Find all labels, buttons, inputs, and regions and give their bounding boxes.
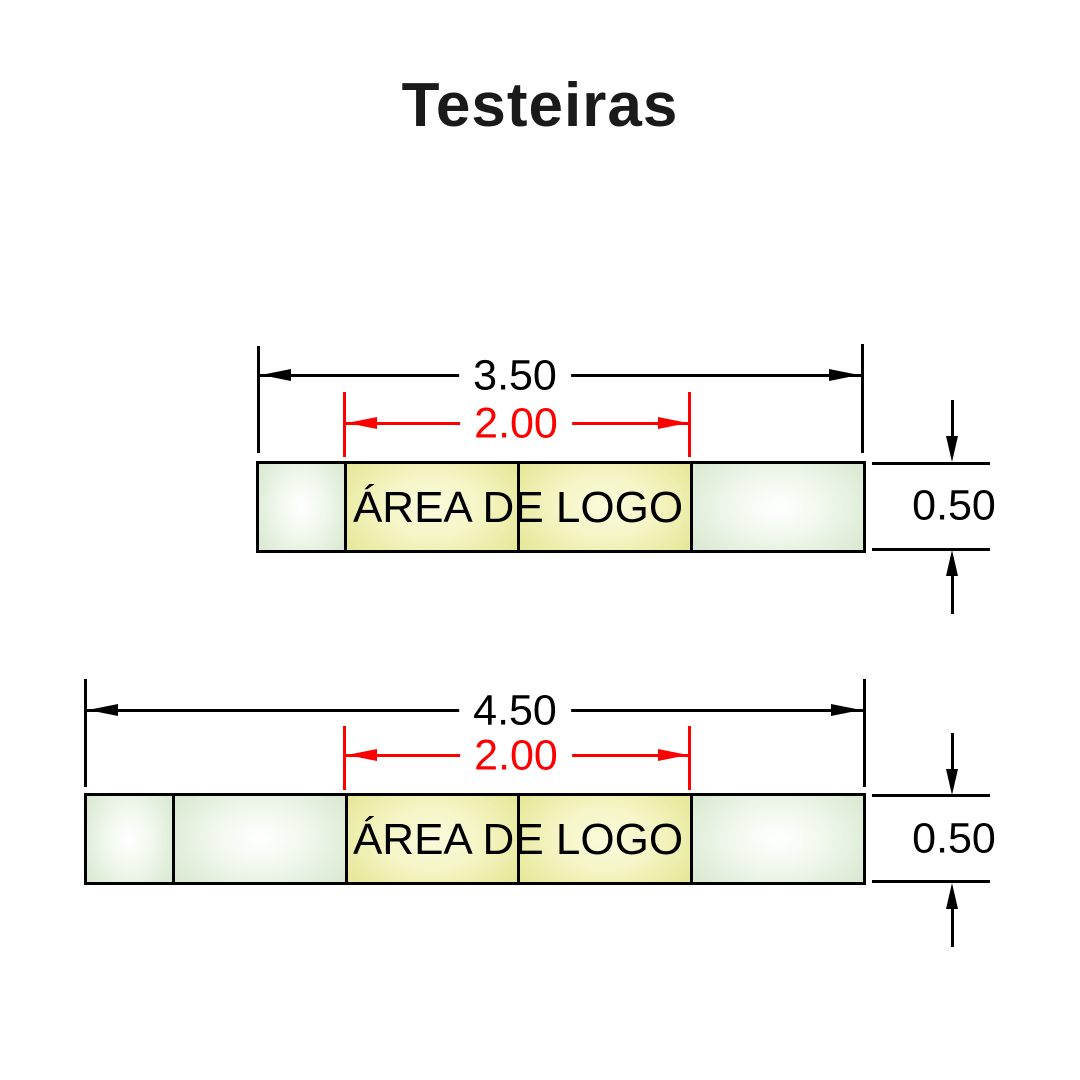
extension-line — [84, 679, 87, 787]
top-logo-width-label: 2.00 — [460, 399, 572, 449]
arrow-left-icon — [347, 749, 377, 761]
arrow-left-icon — [347, 417, 377, 429]
dimension-line — [951, 733, 954, 771]
bottom-total-width-label: 4.50 — [459, 686, 571, 736]
extension-line — [872, 794, 990, 797]
dimension-line — [951, 908, 954, 947]
dimension-line — [951, 400, 954, 438]
bottom-logo-area-label: ÁREA DE LOGO — [352, 814, 684, 864]
arrow-right-icon — [658, 749, 688, 761]
banner-segment-logo — [347, 464, 517, 550]
arrow-left-icon — [88, 704, 118, 716]
banner-segment-green — [693, 464, 863, 550]
top-banner-bar — [256, 461, 866, 553]
bottom-logo-width-label: 2.00 — [460, 731, 572, 781]
banner-segment-green — [87, 796, 172, 882]
arrow-down-icon — [946, 436, 958, 462]
page-title: Testeiras — [401, 71, 679, 140]
bottom-height-label: 0.50 — [898, 814, 1010, 864]
arrow-up-icon — [946, 883, 958, 909]
banner-segment-logo — [520, 796, 691, 882]
banner-segment-green — [174, 796, 345, 882]
extension-line — [872, 548, 990, 551]
top-height-label: 0.50 — [898, 481, 1010, 531]
arrow-right-icon — [829, 369, 859, 381]
bottom-banner-bar — [84, 793, 866, 885]
arrow-right-icon — [658, 417, 688, 429]
arrow-left-icon — [261, 369, 291, 381]
dimension-line — [951, 575, 954, 614]
banner-segment-green — [259, 464, 344, 550]
top-logo-area-label: ÁREA DE LOGO — [352, 482, 684, 532]
arrow-right-icon — [831, 704, 861, 716]
extension-line — [863, 679, 866, 787]
arrow-down-icon — [946, 769, 958, 795]
banner-segment-logo — [520, 464, 690, 550]
extension-line — [872, 462, 990, 465]
extension-line — [343, 726, 346, 790]
banner-segment-green — [693, 796, 864, 882]
extension-line — [688, 726, 691, 790]
banner-segment-logo — [347, 796, 518, 882]
extension-line — [872, 880, 990, 883]
extension-line — [861, 344, 864, 453]
top-total-width-label: 3.50 — [459, 351, 571, 401]
extension-line — [343, 392, 346, 457]
arrow-up-icon — [946, 550, 958, 576]
extension-line — [257, 346, 260, 453]
